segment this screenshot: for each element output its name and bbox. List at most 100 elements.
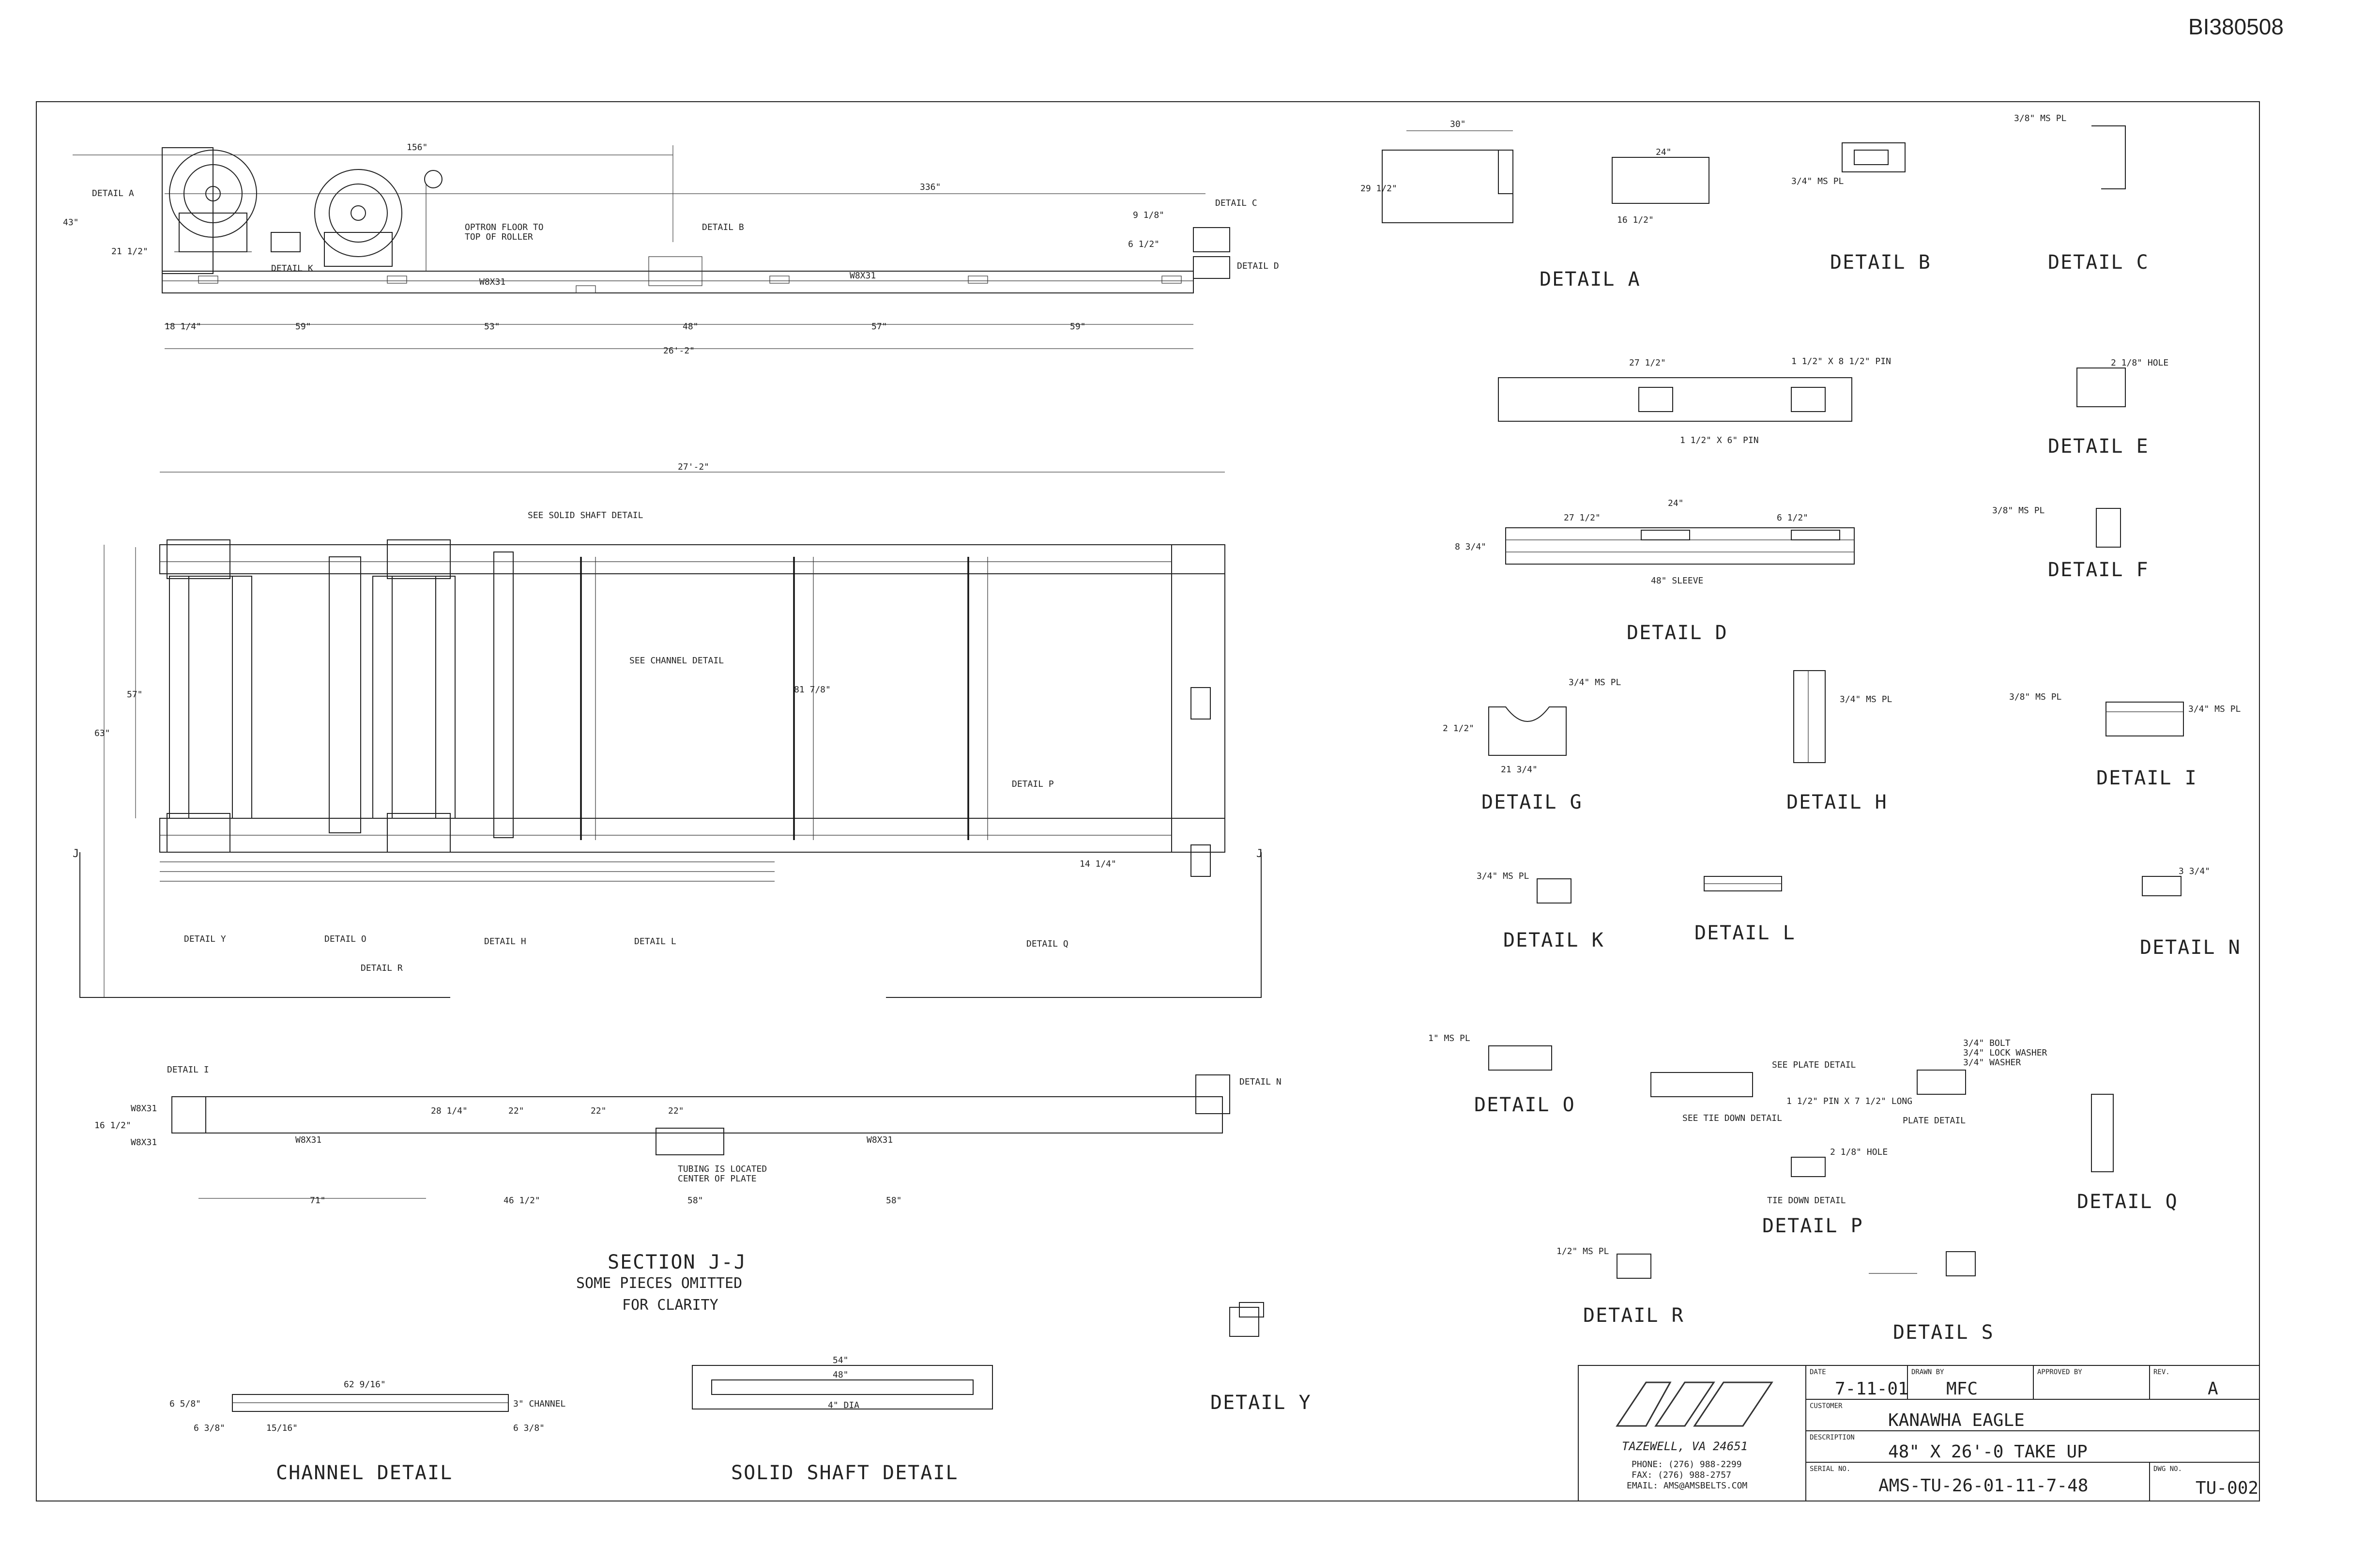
callout-detail-r: DETAIL R bbox=[361, 963, 403, 973]
tie-down-detail: TIE DOWN DETAIL bbox=[1767, 1195, 1846, 1206]
dim-63: 63" bbox=[94, 728, 110, 738]
dim-46: 46 1/2" bbox=[503, 1195, 540, 1206]
detail-e-group: 27 1/2" 1 1/2" X 8 1/2" PIN 1 1/2" X 6" … bbox=[1498, 356, 2168, 458]
detail-i-group: 3/8" MS PL 3/4" MS PL DETAIL I bbox=[2009, 692, 2241, 789]
detail-a-group: 30" 29 1/2" 24" 16 1/2" DETAIL A bbox=[1360, 119, 1709, 291]
dim-336: 336" bbox=[920, 182, 941, 192]
pin-e: 1 1/2" X 8 1/2" PIN bbox=[1791, 356, 1891, 367]
dim-62: 62 9/16" bbox=[344, 1379, 386, 1390]
plate-detail: PLATE DETAIL bbox=[1903, 1116, 1966, 1126]
section-title: SECTION J-J bbox=[608, 1251, 747, 1273]
detail-l-title: DETAIL L bbox=[1694, 922, 1796, 944]
dim-57b: 57" bbox=[127, 689, 143, 700]
dim-g21: 21 3/4" bbox=[1501, 765, 1538, 775]
w-beam-d: W8X31 bbox=[867, 1135, 893, 1145]
dim-6d: 6 3/8" bbox=[513, 1423, 545, 1433]
w-beam-c: W8X31 bbox=[295, 1135, 321, 1145]
channel-detail-title: CHANNEL DETAIL bbox=[276, 1462, 453, 1484]
ms-pl-c: 3/8" MS PL bbox=[2014, 113, 2067, 123]
detail-r-title: DETAIL R bbox=[1583, 1304, 1684, 1327]
dim-30: 30" bbox=[1450, 119, 1466, 129]
bolt-1: 3/4" BOLT bbox=[1963, 1038, 2011, 1048]
floor-note-1: OPTRON FLOOR TO bbox=[465, 222, 544, 232]
detail-c-group: 3/8" MS PL DETAIL C bbox=[2014, 113, 2149, 274]
floor-note-2: TOP OF ROLLER bbox=[465, 232, 533, 242]
detail-k-group: 3/4" MS PL DETAIL K bbox=[1477, 871, 1603, 951]
ms-pl-r: 1/2" MS PL bbox=[1556, 1246, 1609, 1256]
detail-e-title: DETAIL E bbox=[2048, 435, 2149, 458]
bolt-2: 3/4" LOCK WASHER bbox=[1963, 1048, 2047, 1058]
dim-27: 27'-2" bbox=[678, 462, 709, 472]
callout-detail-p: DETAIL P bbox=[1012, 779, 1054, 789]
bolt-3: 3/4" WASHER bbox=[1963, 1057, 2021, 1068]
detail-i-title: DETAIL I bbox=[2096, 767, 2197, 789]
ams-logo bbox=[1616, 1381, 1773, 1427]
detail-r-group: 1/2" MS PL DETAIL R bbox=[1556, 1246, 1684, 1327]
ms-pl-i2: 3/4" MS PL bbox=[2188, 704, 2241, 714]
tb-rev: A bbox=[2208, 1379, 2218, 1399]
dim-22c: 22" bbox=[668, 1106, 684, 1116]
w-beam-a: W8X31 bbox=[131, 1103, 157, 1114]
tb-customer-label: CUSTOMER bbox=[1810, 1402, 1843, 1410]
ms-pl-b: 3/4" MS PL bbox=[1791, 176, 1844, 186]
detail-b-title: DETAIL B bbox=[1830, 251, 1931, 274]
dim-24: 24" bbox=[1656, 147, 1672, 157]
detail-d-title: DETAIL D bbox=[1627, 622, 1728, 644]
dim-18: 18 1/4" bbox=[165, 322, 201, 332]
dim-g2: 2 1/2" bbox=[1443, 723, 1474, 734]
title-block: TAZEWELL, VA 24651 PHONE: (276) 988-2299… bbox=[1578, 1365, 2260, 1501]
dim-58b: 58" bbox=[886, 1195, 902, 1206]
detail-p-group: SEE PLATE DETAIL SEE TIE DOWN DETAIL 1 1… bbox=[1650, 1038, 2047, 1237]
tb-company: TAZEWELL, VA 24651 bbox=[1622, 1440, 1748, 1453]
dim-d24: 24" bbox=[1668, 498, 1684, 508]
detail-y-group: DETAIL Y bbox=[1210, 1302, 1312, 1414]
svg-text:J: J bbox=[73, 848, 79, 860]
detail-p-title: DETAIL P bbox=[1762, 1215, 1863, 1237]
section-callout-n: DETAIL N bbox=[1239, 1077, 1282, 1087]
tb-dwg-label: DWG NO. bbox=[2153, 1465, 2182, 1473]
detail-l-group: DETAIL L bbox=[1694, 876, 1796, 944]
dim-9: 9 1/8" bbox=[1133, 210, 1164, 220]
tb-rev-label: REV. bbox=[2153, 1368, 2170, 1376]
tubing-note-1: TUBING IS LOCATED bbox=[678, 1164, 767, 1174]
dim-43: 43" bbox=[63, 217, 79, 228]
hole-e: 2 1/8" HOLE bbox=[2111, 358, 2168, 368]
detail-q-group: DETAIL Q bbox=[2077, 1094, 2177, 1213]
detail-n-group: 3 3/4" DETAIL N bbox=[2140, 866, 2240, 959]
callout-detail-q: DETAIL Q bbox=[1026, 939, 1068, 949]
detail-g-group: 2 1/2" 21 3/4" 3/4" MS PL DETAIL G bbox=[1443, 677, 1621, 813]
shaft-dia: 4" DIA bbox=[828, 1400, 859, 1410]
detail-o-group: 1" MS PL DETAIL O bbox=[1428, 1033, 1574, 1116]
pin-e2: 1 1/2" X 6" PIN bbox=[1680, 435, 1759, 445]
ms-pl-o: 1" MS PL bbox=[1428, 1033, 1470, 1043]
ms-pl-f: 3/8" MS PL bbox=[1992, 505, 2045, 516]
detail-f-title: DETAIL F bbox=[2048, 559, 2149, 581]
dim-54: 54" bbox=[833, 1355, 849, 1365]
tb-customer: KANAWHA EAGLE bbox=[1888, 1410, 2025, 1430]
callout-detail-y: DETAIL Y bbox=[184, 934, 226, 944]
dim-59a: 59" bbox=[295, 322, 311, 332]
dim-156: 156" bbox=[407, 142, 427, 153]
document-id: BI380508 bbox=[2188, 14, 2284, 39]
dim-58: 58" bbox=[687, 1195, 703, 1206]
w-beam-b: W8X31 bbox=[131, 1137, 157, 1148]
detail-c-title: DETAIL C bbox=[2048, 251, 2149, 274]
callout-detail-l: DETAIL L bbox=[634, 936, 676, 947]
tb-drawn-label: DRAWN BY bbox=[1911, 1368, 1944, 1376]
dim-21: 21 1/2" bbox=[111, 246, 148, 257]
dim-6b: 6 5/8" bbox=[169, 1399, 201, 1409]
tb-date-label: DATE bbox=[1810, 1368, 1826, 1376]
callout-detail-d: DETAIL D bbox=[1237, 261, 1279, 271]
tb-email: EMAIL: AMS@AMSBELTS.COM bbox=[1627, 1481, 1747, 1491]
channel-3: 3" CHANNEL bbox=[513, 1399, 566, 1409]
dim-22a: 22" bbox=[508, 1106, 524, 1116]
callout-detail-h: DETAIL H bbox=[484, 936, 526, 947]
detail-y-title: DETAIL Y bbox=[1210, 1392, 1312, 1414]
tb-drawn: MFC bbox=[1946, 1379, 1978, 1399]
dim-26: 26'-2" bbox=[663, 346, 695, 356]
see-solid-shaft: SEE SOLID SHAFT DETAIL bbox=[528, 510, 643, 521]
callout-detail-a: DETAIL A bbox=[92, 188, 134, 199]
dim-28: 28 1/4" bbox=[431, 1106, 468, 1116]
tb-fax: FAX: (276) 988-2757 bbox=[1632, 1470, 1731, 1480]
detail-f-group: 3/8" MS PL DETAIL F bbox=[1992, 505, 2149, 581]
